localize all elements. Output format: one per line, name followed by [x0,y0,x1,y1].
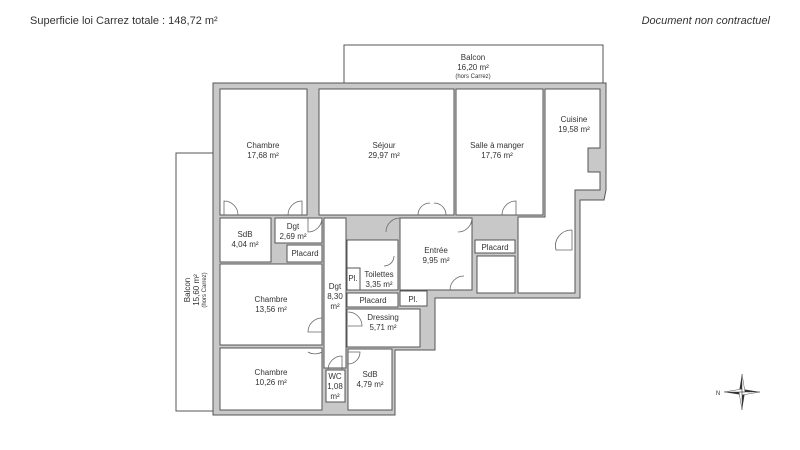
area-sdb-2: 4,79 m² [356,380,383,389]
label-dgt-1: Dgt [287,222,300,231]
room-box [476,255,516,294]
area-balcon-left: 15,60 m² [192,274,201,306]
area-wc: 1,08 [327,382,343,391]
label-salle-a-manger: Salle à manger [470,141,524,150]
area-balcon-top: 16,20 m² [457,63,489,72]
label-placard-2: Placard [481,243,508,252]
balcon-top [343,44,604,84]
room-placard-1 [286,244,323,263]
label-chambre-1: Chambre [247,141,280,150]
label-chambre-3: Chambre [255,368,288,377]
area-entree: 9,95 m² [422,256,449,265]
compass-north-label: N [716,391,720,397]
area-dressing: 5,71 m² [369,323,396,332]
label-balcon-left: Balcon [183,278,192,302]
label-pl-1: Pl. [348,274,357,283]
label-chambre-2: Chambre [255,295,288,304]
room-dgt-2 [323,217,347,369]
area-chambre-1: 17,68 m² [247,151,279,160]
room-chambre-3 [219,347,323,411]
label-entree: Entrée [424,246,448,255]
area-chambre-2: 13,56 m² [255,305,287,314]
balcon-left [175,152,214,412]
area-sdb-1: 4,04 m² [231,240,258,249]
room-placard-3 [346,292,399,308]
room-salle-a-manger [455,88,544,216]
room-chambre-1 [219,88,308,216]
room-dressing [346,308,421,348]
area-salle-a-manger: 17,76 m² [481,151,513,160]
room-wc [325,369,346,403]
room-sejour [318,88,455,216]
compass-rose-icon: N [716,373,761,411]
room-cuisine [517,88,601,294]
room-entree [399,217,473,291]
label-wc: WC [328,372,342,381]
door-swings [223,200,573,371]
area-chambre-3: 10,26 m² [255,378,287,387]
note-balcon-left: (hors Carrez) [202,272,208,307]
total-carrez-area: Superficie loi Carrez totale : 148,72 m² [30,15,218,27]
label-cuisine: Cuisine [561,115,588,124]
room-chambre-2 [219,263,323,346]
label-pl-2: Pl. [408,295,417,304]
note-balcon-top: (hors Carrez) [455,74,490,80]
area-wc-unit: m² [330,392,340,401]
room-placard-2 [474,239,516,254]
room-pl-2 [399,290,428,307]
area-sejour: 29,97 m² [368,151,400,160]
room-pl-1 [346,267,361,291]
label-placard-1: Placard [291,249,318,258]
label-toilettes: Toilettes [364,270,393,279]
area-toilettes: 3,35 m² [365,280,392,289]
disclaimer: Document non contractuel [641,15,770,27]
area-dgt-2-unit: m² [330,302,340,311]
label-sdb-1: SdB [237,230,252,239]
label-sejour: Séjour [372,141,395,150]
label-dressing: Dressing [367,313,399,322]
room-sdb-1 [219,217,272,263]
label-balcon-top: Balcon [461,53,485,62]
area-dgt-2: 8,30 [327,292,343,301]
room-sdb-2 [347,348,393,411]
area-cuisine: 19,58 m² [558,125,590,134]
label-dgt-2: Dgt [329,282,342,291]
area-dgt-1: 2,69 m² [279,232,306,241]
label-sdb-2: SdB [362,370,377,379]
label-placard-3: Placard [359,296,386,305]
